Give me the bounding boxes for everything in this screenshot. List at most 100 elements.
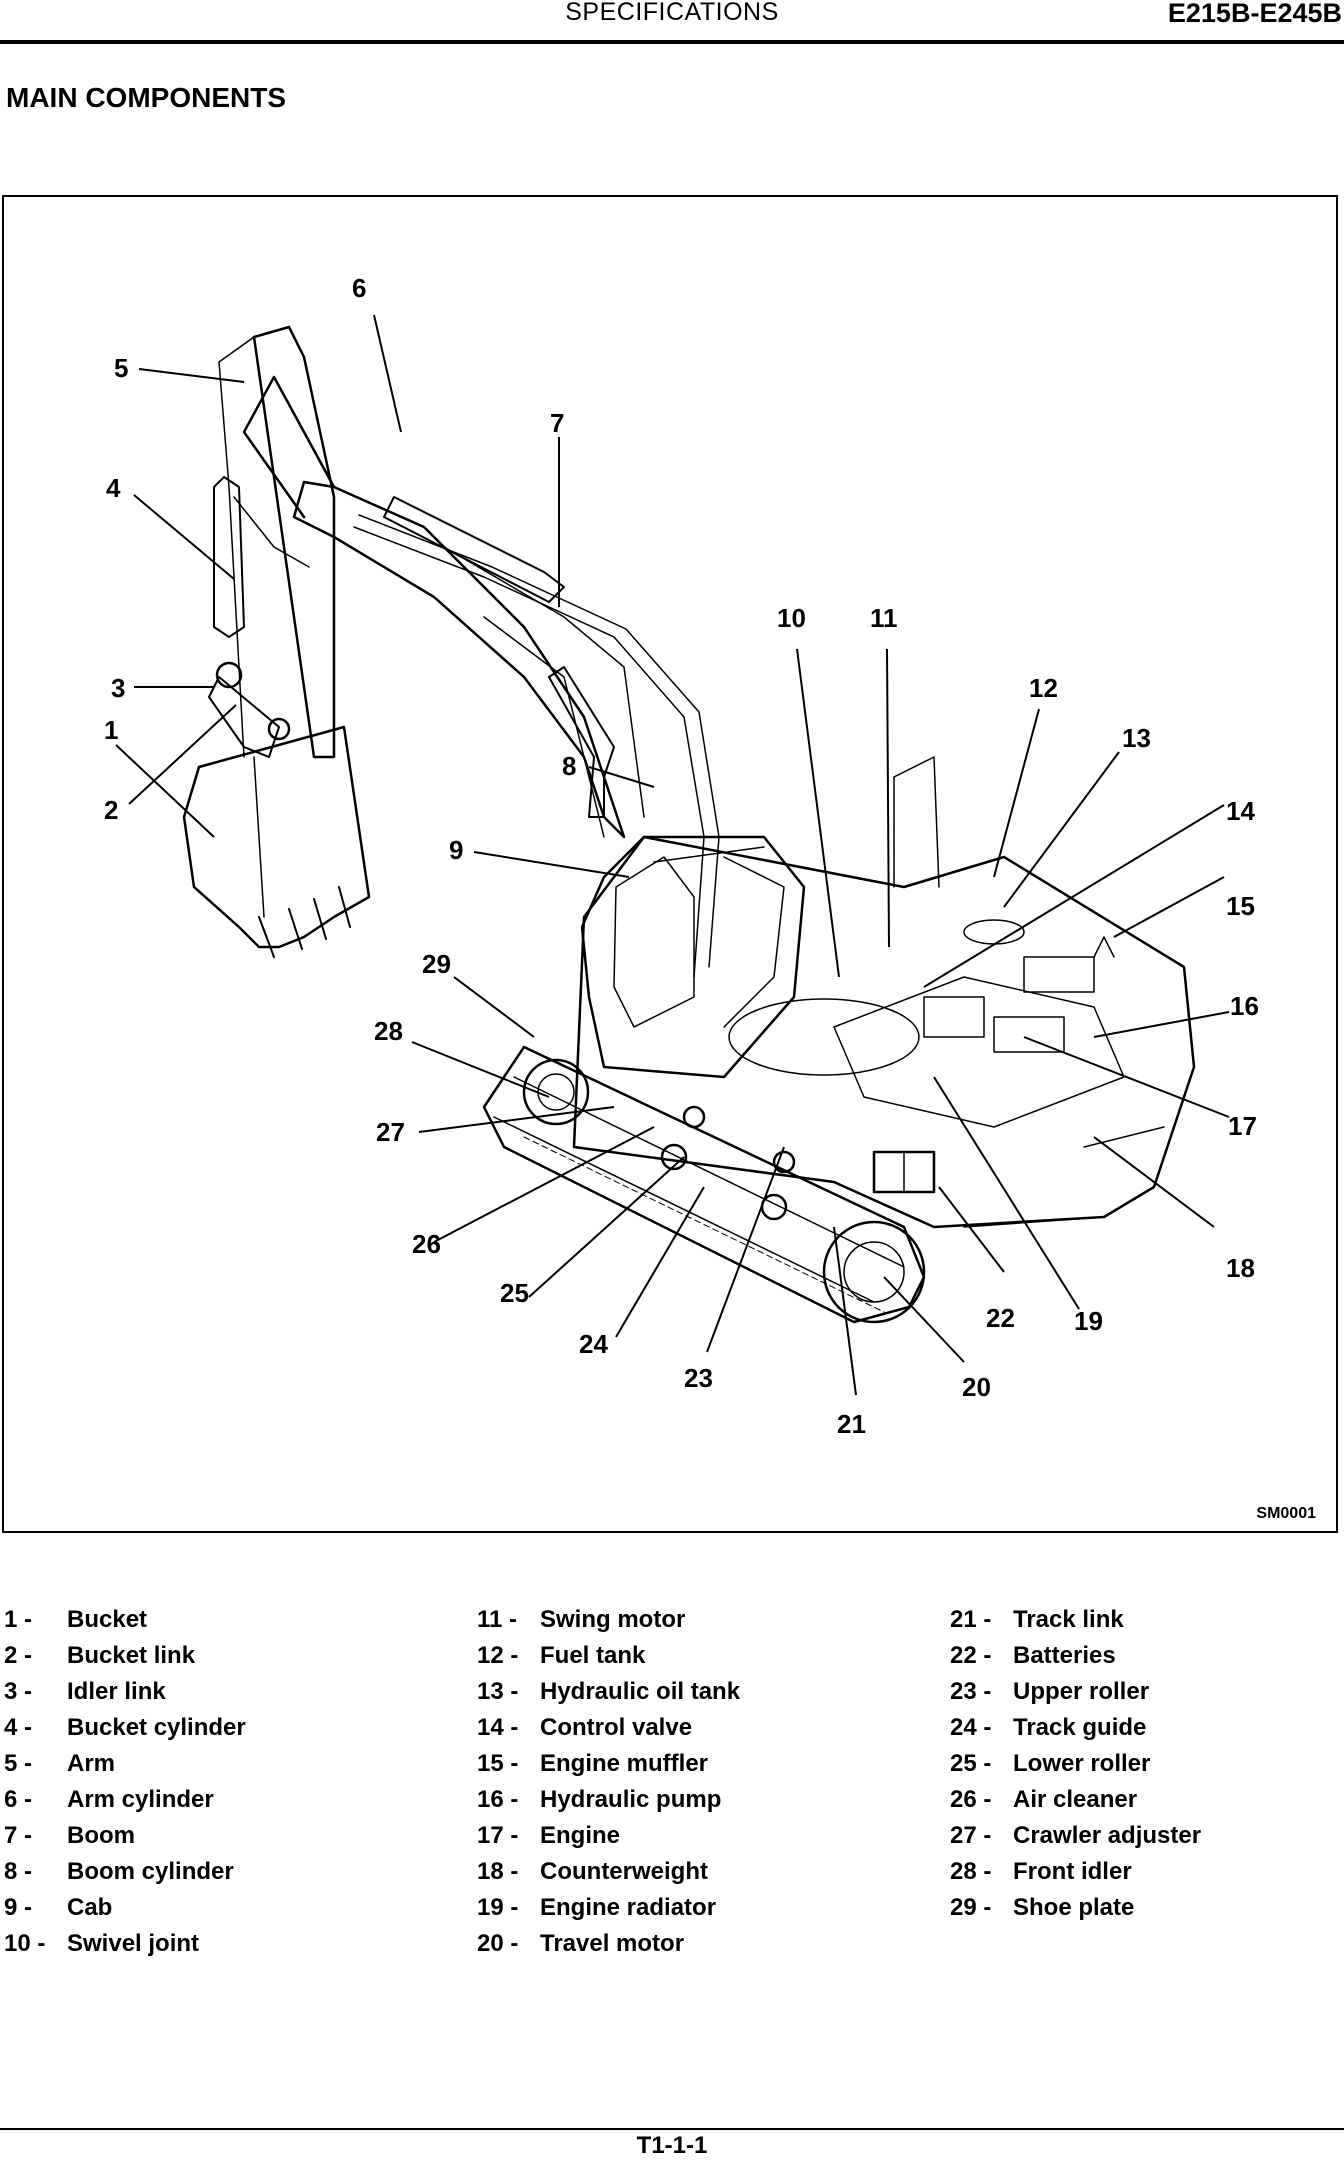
legend-label: Engine [540, 1822, 621, 1849]
callout-23: 23 [684, 1363, 713, 1393]
legend-number: 24 - [950, 1714, 992, 1741]
legend-label: Bucket [67, 1606, 148, 1633]
legend-number: 16 - [477, 1786, 519, 1813]
legend-number: 26 - [950, 1786, 992, 1813]
callout-7: 7 [550, 408, 564, 438]
legend-label: Front idler [1013, 1858, 1132, 1885]
legend-item: 3 -Idler link [4, 1678, 246, 1714]
legend-label: Cab [67, 1894, 113, 1921]
legend-label: Engine radiator [540, 1894, 717, 1921]
legend-number: 29 - [950, 1894, 992, 1921]
legend-label: Track link [1013, 1606, 1124, 1633]
legend-label: Bucket link [67, 1642, 196, 1669]
legend-column-3: 21 -Track link 22 -Batteries 23 -Upper r… [950, 1606, 1201, 1930]
legend-label: Hydraulic oil tank [540, 1678, 741, 1705]
callout-1: 1 [104, 715, 118, 745]
callout-11: 11 [870, 603, 898, 633]
legend-number: 5 - [4, 1750, 33, 1777]
legend-item: 26 -Air cleaner [950, 1786, 1201, 1822]
header-section-title: SPECIFICATIONS [565, 0, 779, 26]
legend-number: 14 - [477, 1714, 519, 1741]
legend-number: 8 - [4, 1858, 33, 1885]
callout-8: 8 [562, 751, 576, 781]
legend-item: 7 - Boom [4, 1822, 246, 1858]
legend-item: 17 - Engine [477, 1822, 740, 1858]
legend-item: 8 - Boom cylinder [4, 1858, 246, 1894]
legend-item: 4 - Bucket cylinder [4, 1714, 246, 1750]
callout-10: 10 [777, 603, 806, 633]
legend-number: 10 - [4, 1930, 46, 1957]
footer-divider [0, 2128, 1344, 2130]
page-number: T1-1-1 [636, 2132, 708, 2159]
callout-18: 18 [1226, 1253, 1255, 1283]
callout-6: 6 [352, 273, 366, 303]
legend-item: 11 - Swing motor [477, 1606, 740, 1642]
page-title: MAIN COMPONENTS [6, 82, 286, 113]
callout-27: 27 [376, 1117, 405, 1147]
legend-item: 16 -Hydraulic pump [477, 1786, 740, 1822]
legend-item: 1 - Bucket [4, 1606, 246, 1642]
legend-item: 28 -Front idler [950, 1858, 1201, 1894]
legend-number: 3 - [4, 1678, 33, 1705]
cab-outline [580, 835, 806, 1079]
legend-number: 11 - [477, 1606, 518, 1633]
legend-label: Bucket cylinder [67, 1714, 246, 1741]
callout-16: 16 [1230, 991, 1259, 1021]
legend-number: 18 - [477, 1858, 519, 1885]
legend-number: 7 - [4, 1822, 33, 1849]
legend-label: Boom [67, 1822, 135, 1849]
track-outline [482, 1045, 926, 1324]
legend-item: 12 -Fuel tank [477, 1642, 740, 1678]
legend-item: 13 - Hydraulic oil tank [477, 1678, 740, 1714]
callout-2: 2 [104, 795, 118, 825]
legend-number: 19 - [477, 1894, 519, 1921]
legend-item: 10 -Swivel joint [4, 1930, 246, 1966]
legend-label: Track guide [1013, 1714, 1147, 1741]
figure-code: SM0001 [1256, 1505, 1316, 1522]
callout-26: 26 [412, 1229, 441, 1259]
bucket-cylinder-shape [213, 476, 245, 638]
legend-label: Batteries [1013, 1642, 1116, 1669]
legend-label: Counterweight [540, 1858, 708, 1885]
callout-14: 14 [1226, 796, 1255, 826]
legend-number: 4 - [4, 1714, 33, 1741]
callout-21: 21 [837, 1409, 866, 1439]
legend-number: 12 - [477, 1642, 519, 1669]
callout-22: 22 [986, 1303, 1015, 1333]
legend-number: 9 - [4, 1894, 33, 1921]
callout-25: 25 [500, 1278, 529, 1308]
header-divider [0, 40, 1344, 44]
header-model-number: E215B-E245B [1167, 0, 1342, 28]
callout-4: 4 [106, 473, 121, 503]
callout-9: 9 [449, 835, 463, 865]
legend-label: Swing motor [540, 1606, 686, 1633]
legend-item: 15 -Engine muffler [477, 1750, 740, 1786]
legend-number: 23 - [950, 1678, 992, 1705]
legend-label: Boom cylinder [67, 1858, 234, 1885]
arm-outline [252, 325, 336, 759]
legend-number: 13 - [477, 1678, 519, 1705]
legend-label: Shoe plate [1013, 1894, 1135, 1921]
legend-item: 25 -Lower roller [950, 1750, 1201, 1786]
legend-label: Engine muffler [540, 1750, 709, 1777]
legend-number: 22 - [950, 1642, 992, 1669]
callout-20: 20 [962, 1372, 991, 1402]
arm-cylinder-shape [383, 496, 565, 603]
legend-label: Travel motor [540, 1930, 685, 1957]
legend-item: 23 - Upper roller [950, 1678, 1201, 1714]
legend-item: 20 -Travel motor [477, 1930, 740, 1966]
callout-17: 17 [1228, 1111, 1257, 1141]
legend-number: 1 - [4, 1606, 33, 1633]
legend-column-2: 11 - Swing motor 12 -Fuel tank 13 - Hydrau… [477, 1606, 740, 1966]
upper-structure-outline [572, 835, 1196, 1229]
legend-number: 27 - [950, 1822, 992, 1849]
excavator-illustration: 1 2 3 4 5 6 7 8 9 10 11 12 13 14 15 16 1… [104, 273, 1259, 1439]
callout-12: 12 [1029, 673, 1058, 703]
boom-outline [292, 480, 626, 839]
legend-label: Crawler adjuster [1013, 1822, 1202, 1849]
front-idler-shape [522, 1058, 590, 1126]
legend-label: Arm [67, 1750, 116, 1777]
legend-label: Upper roller [1013, 1678, 1150, 1705]
callout-19: 19 [1074, 1306, 1103, 1336]
legend-number: 17 - [477, 1822, 519, 1849]
